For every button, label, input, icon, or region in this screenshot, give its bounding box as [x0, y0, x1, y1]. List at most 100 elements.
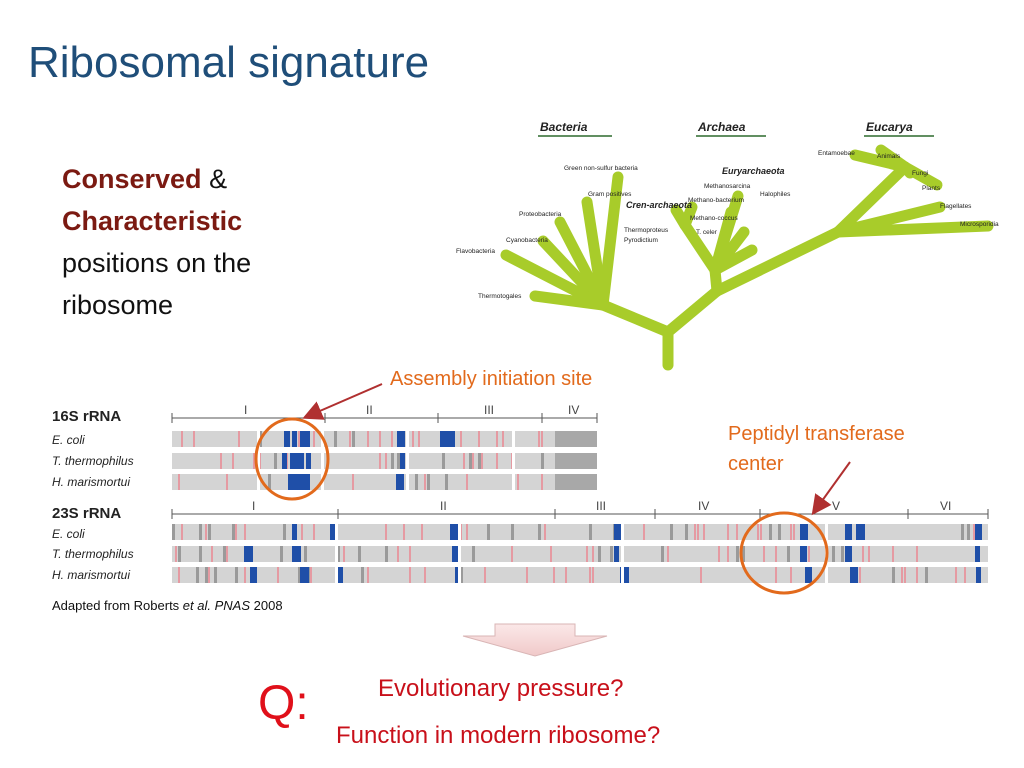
conserved-position — [335, 567, 343, 583]
gap-segment — [460, 567, 463, 583]
conserved-position — [306, 453, 311, 469]
variable-position — [421, 524, 423, 540]
variable-position — [391, 431, 393, 447]
alignment-row — [172, 474, 597, 490]
leaf-label: Proteobacteria — [519, 211, 562, 218]
variable-position — [466, 524, 468, 540]
leaf-label: Pyrodictium — [624, 237, 658, 244]
variable-position — [757, 524, 759, 540]
variable-position — [790, 567, 792, 583]
variable-position — [904, 567, 906, 583]
leaf-label: Methano-bacterium — [688, 197, 744, 204]
variable-position — [901, 567, 903, 583]
row-break — [458, 524, 461, 540]
gap-segment — [610, 546, 613, 562]
row-break — [512, 453, 515, 469]
domain-block — [555, 431, 597, 447]
domain-block — [555, 453, 597, 469]
variable-position — [511, 546, 513, 562]
leaf-label: Thermoproteus — [624, 227, 669, 234]
gap-segment — [385, 546, 388, 562]
assembly-site-circle — [254, 417, 330, 501]
conserved-position — [450, 524, 459, 540]
variable-position — [538, 431, 540, 447]
variable-position — [472, 453, 474, 469]
assembly-callout: Assembly initiation site — [390, 368, 593, 390]
alignment-row — [172, 524, 988, 540]
ptc-arrow — [811, 461, 851, 516]
gap-segment — [961, 524, 964, 540]
variable-position — [460, 431, 462, 447]
gap-segment — [361, 567, 364, 583]
variable-position — [379, 453, 381, 469]
gap-segment — [598, 546, 601, 562]
gap-segment — [469, 453, 472, 469]
gap-segment — [283, 524, 286, 540]
variable-position — [424, 474, 426, 490]
variable-position — [592, 546, 594, 562]
variable-position — [973, 524, 975, 540]
conserved-position — [282, 453, 287, 469]
leaf-label: Methanosarcina — [704, 183, 751, 190]
organism-label: H. marismortui — [52, 475, 130, 489]
credit-etal: et al. — [182, 598, 211, 613]
gap-segment — [832, 546, 835, 562]
row-break — [335, 546, 338, 562]
leaf-label: Animals — [877, 153, 901, 160]
intro-rest: positions on the ribosome — [62, 248, 252, 320]
variable-position — [379, 431, 381, 447]
row-break — [825, 524, 828, 540]
variable-position — [220, 453, 222, 469]
ptc-callout-line2: center — [728, 453, 784, 475]
slide-title: Ribosomal signature — [28, 38, 430, 87]
domain-numeral: II — [366, 403, 373, 417]
variable-position — [916, 546, 918, 562]
gap-segment — [442, 453, 445, 469]
variable-position — [541, 474, 543, 490]
variable-position — [916, 567, 918, 583]
row-break — [825, 567, 828, 583]
conserved-position — [397, 431, 405, 447]
variable-position — [541, 431, 543, 447]
row-break — [257, 453, 260, 469]
gap-segment — [787, 546, 790, 562]
credit-year: 2008 — [253, 598, 283, 613]
gap-segment — [334, 431, 337, 447]
gap-segment — [337, 546, 340, 562]
gap-segment — [841, 546, 844, 562]
variable-position — [481, 453, 483, 469]
variable-position — [244, 567, 246, 583]
alignment-row — [172, 431, 597, 447]
conserved-position — [250, 567, 257, 583]
gap-segment — [304, 546, 307, 562]
organism-label: E. coli — [52, 527, 85, 541]
variable-position — [790, 524, 792, 540]
leaf-label: Gram positives — [588, 191, 632, 198]
gap-segment — [232, 524, 235, 540]
conserved-position — [446, 431, 455, 447]
conserved-position — [288, 474, 297, 490]
organism-label: T. thermophilus — [52, 547, 134, 561]
conserved-position — [620, 567, 629, 583]
variable-position — [205, 524, 207, 540]
gap-segment — [427, 474, 430, 490]
alignment-bars — [172, 431, 988, 583]
variable-position — [592, 567, 594, 583]
leaf-label: Entamoebae — [818, 150, 855, 157]
gap-segment — [205, 567, 208, 583]
gap-segment — [472, 546, 475, 562]
variable-position — [667, 546, 669, 562]
domain-label: Bacteria — [540, 120, 588, 134]
conserved-position — [975, 546, 980, 562]
leaf-label: Green non-sulfur bacteria — [564, 165, 638, 172]
variable-position — [178, 567, 180, 583]
leaf-label: T. celer — [696, 229, 718, 236]
leaf-label: Flagellates — [940, 203, 972, 210]
row-break — [512, 431, 515, 447]
annotation-layer — [254, 383, 851, 595]
gap-segment — [778, 524, 781, 540]
row-break — [257, 474, 260, 490]
question-line-2: Function in modern ribosome? — [336, 722, 661, 749]
organism-label: H. marismortui — [52, 568, 130, 582]
variable-position — [226, 474, 228, 490]
